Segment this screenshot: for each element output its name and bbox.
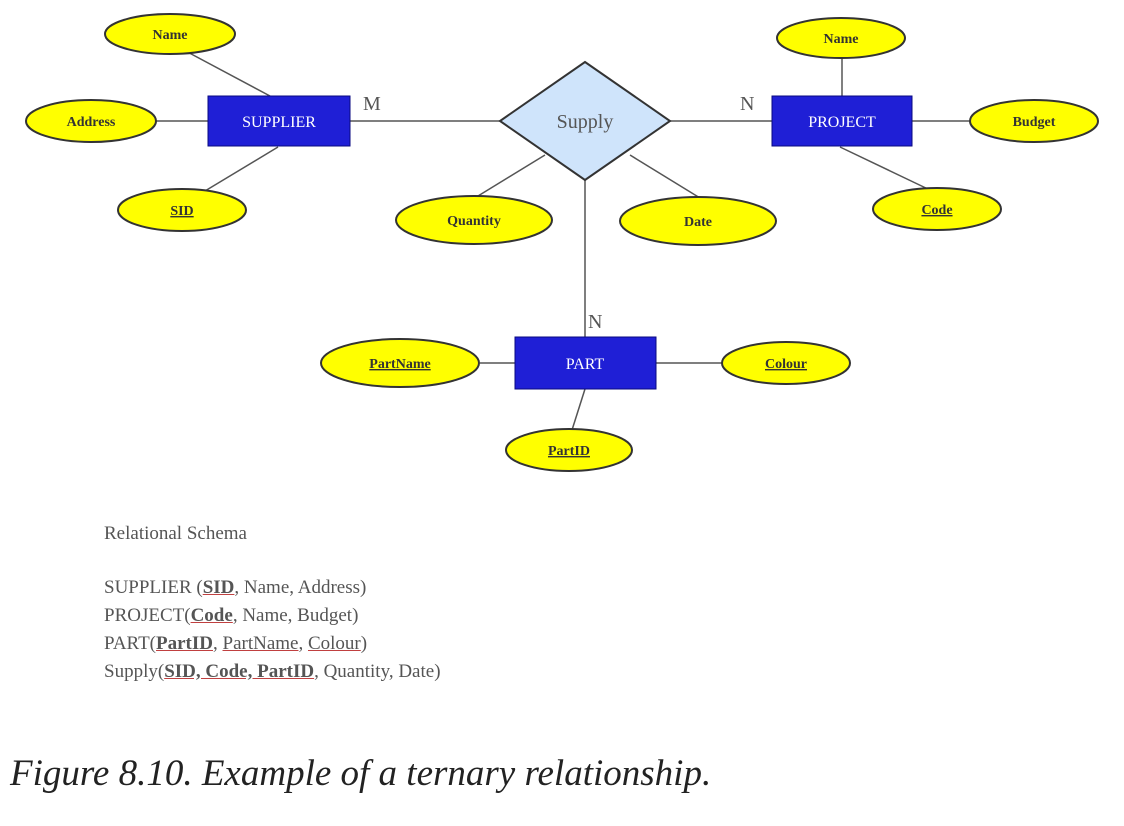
connector-supply-quantity <box>477 154 546 197</box>
schema-primary-key: Code <box>190 605 233 626</box>
attribute-project-budget: Budget <box>969 99 1099 143</box>
schema-prefix: PART( <box>104 633 157 654</box>
attribute-label: Name <box>153 28 188 43</box>
schema-line-project: PROJECT(Code, Name, Budget) <box>104 602 441 630</box>
schema-line-part: PART(PartID, PartName, Colour) <box>104 630 441 658</box>
relationship-supply: Supply <box>498 60 672 182</box>
cardinality-supplier: M <box>363 93 381 115</box>
schema-underlined-attr: Colour <box>307 633 361 654</box>
schema-prefix: SUPPLIER ( <box>104 577 203 598</box>
relational-schema: Relational Schema SUPPLIER (SID, Name, A… <box>104 520 441 686</box>
attribute-label: Quantity <box>447 214 501 229</box>
entity-label: PART <box>566 356 605 373</box>
cardinality-part: N <box>588 311 602 333</box>
entity-label: SUPPLIER <box>242 114 316 131</box>
entity-part: PART <box>514 336 657 390</box>
connector-supplier-sid <box>194 146 279 198</box>
connector-supplier-name <box>179 47 271 97</box>
cardinality-project: N <box>740 93 754 115</box>
attribute-supplier-address: Address <box>25 99 157 143</box>
attribute-supplier-name: Name <box>104 13 236 55</box>
attribute-label: SID <box>170 204 193 219</box>
attribute-label: Code <box>921 203 952 218</box>
attribute-part-colour: Colour <box>721 341 851 385</box>
schema-rest: , Quantity, Date) <box>314 661 441 682</box>
attribute-supply-quantity: Quantity <box>395 195 553 245</box>
schema-line-supply: Supply(SID, Code, PartID, Quantity, Date… <box>104 658 441 686</box>
attribute-label: Address <box>67 115 116 130</box>
schema-rest: , Name, Address) <box>234 577 367 598</box>
schema-primary-key: PartID <box>156 633 213 654</box>
schema-heading: Relational Schema <box>104 523 247 544</box>
attribute-label: PartName <box>369 357 430 372</box>
connector-supply-date <box>629 154 701 199</box>
entity-project: PROJECT <box>771 95 913 147</box>
attribute-label: PartID <box>548 444 590 459</box>
figure-caption: Figure 8.10. Example of a ternary relati… <box>10 753 712 794</box>
attribute-label: Name <box>824 32 859 47</box>
attribute-supply-date: Date <box>619 196 777 246</box>
relationship-diamond <box>498 60 672 182</box>
attribute-part-partid: PartID <box>505 428 633 472</box>
relationship-label: Supply <box>557 111 614 133</box>
attribute-project-name: Name <box>776 17 906 59</box>
schema-separator: , <box>213 633 223 654</box>
attribute-label: Date <box>684 215 712 230</box>
schema-primary-key: SID <box>202 577 235 598</box>
schema-underlined-attr: PartName <box>222 633 299 654</box>
schema-line-supplier: SUPPLIER (SID, Name, Address) <box>104 574 441 602</box>
attribute-project-code: Code <box>872 187 1002 231</box>
schema-prefix: PROJECT( <box>104 605 191 626</box>
schema-rest: , Name, Budget) <box>232 605 359 626</box>
attribute-supplier-sid: SID <box>117 188 247 232</box>
attribute-part-partname: PartName <box>320 338 480 388</box>
schema-end: ) <box>360 633 368 654</box>
connector-project-code <box>839 146 931 191</box>
schema-prefix: Supply( <box>104 661 165 682</box>
schema-primary-key: SID, Code, PartID <box>164 661 315 682</box>
attribute-label: Budget <box>1013 115 1056 130</box>
schema-separator: , <box>298 633 308 654</box>
connector-part-partid <box>571 388 586 431</box>
er-diagram: Supply SUPPLIER PROJECT PART M N N Name … <box>25 13 1099 472</box>
entity-label: PROJECT <box>808 114 876 131</box>
attribute-label: Colour <box>765 357 807 372</box>
entity-supplier: SUPPLIER <box>207 95 351 147</box>
connectors <box>156 47 970 431</box>
